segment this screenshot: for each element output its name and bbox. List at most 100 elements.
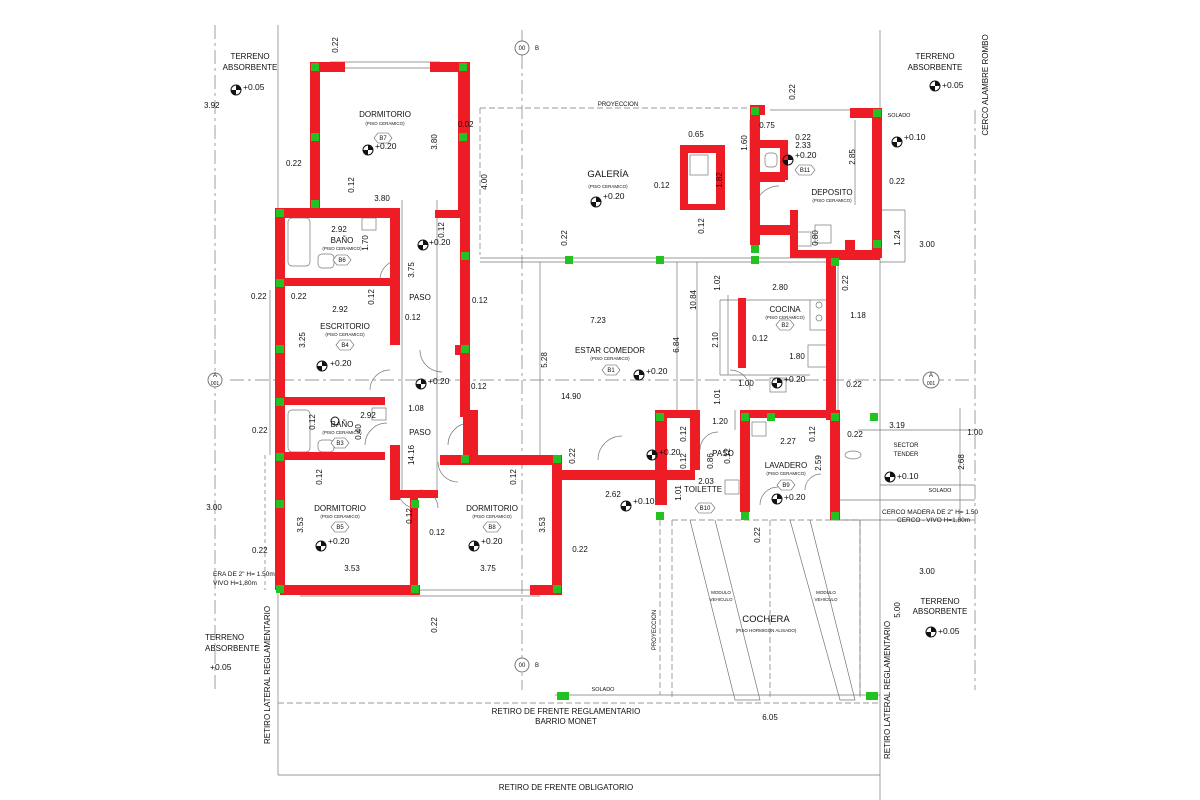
room-floor: (PISO CERAMICO) <box>765 315 805 320</box>
dim-label: 0.86 <box>706 453 715 469</box>
section-mark-right-letter: A <box>929 373 933 379</box>
section-mark-top-letter: B <box>535 46 539 52</box>
room-name: ESCRITORIO <box>320 322 370 331</box>
room-level: +0.20 <box>328 536 350 546</box>
room-name: LAVADERO <box>765 461 807 470</box>
room-level: +0.20 <box>603 191 625 201</box>
cerco-vivo-left-label: VIVO H=1,80m <box>213 580 257 587</box>
level-label: +0.20 <box>429 237 451 247</box>
section-mark-bottom-label: 00 <box>519 663 526 669</box>
room-level: +0.20 <box>646 366 668 376</box>
section-mark-left-letter: A <box>213 373 217 379</box>
dim-label: 0.12 <box>367 289 376 305</box>
dim-label: 0.22 <box>753 527 762 543</box>
room-level: +0.20 <box>795 150 817 160</box>
dim-label: 2.92 <box>331 225 347 234</box>
room-name: BAÑO <box>331 236 354 245</box>
room-badge: B5 <box>336 525 344 531</box>
dim-label: 0.12 <box>405 313 421 322</box>
dim-label: 0.22 <box>286 159 302 168</box>
room-floor: (PISO CERAMICO) <box>472 514 512 519</box>
dim-label: 0.22 <box>560 230 569 246</box>
dim-label: 3.75 <box>407 262 416 278</box>
cerco-madera-left-label: ERA DE 2" H= 1.50m <box>213 571 275 578</box>
dim-label: 2.68 <box>957 454 966 470</box>
room-badge: B3 <box>336 441 344 447</box>
dim-label: 10.84 <box>689 289 698 310</box>
dim-label: 0.22 <box>889 177 905 186</box>
room-level: +0.20 <box>784 374 806 384</box>
dim-label: 0.02 <box>458 120 474 129</box>
dim-label: 0.12 <box>752 334 768 343</box>
solado-label: SOLADO <box>888 113 912 119</box>
section-marks: 00 B 00 B A 001 A 001 <box>207 40 940 673</box>
dim-label: 0.12 <box>509 469 518 485</box>
dim-label: 0.22 <box>795 133 811 142</box>
dim-label: 14.16 <box>407 444 416 465</box>
fixtures <box>287 152 862 495</box>
room-badge: B6 <box>338 258 346 264</box>
dim-label: 3.53 <box>296 517 305 533</box>
dim-label: 1.02 <box>713 275 722 291</box>
dim-label: 5.00 <box>893 602 902 618</box>
paso-label: PASO <box>409 428 431 437</box>
dim-label: 2.62 <box>605 490 621 499</box>
room-badge: B7 <box>379 136 387 142</box>
retiro-obligatorio-label: RETIRO DE FRENTE OBLIGATORIO <box>499 783 633 792</box>
room-badge: B2 <box>781 323 789 329</box>
dim-label: 0.12 <box>723 448 732 464</box>
dim-label: 0.22 <box>331 37 340 53</box>
dim-label: 0.22 <box>252 546 268 555</box>
dim-label: 0.12 <box>679 453 688 469</box>
level-label: +0.10 <box>904 132 926 142</box>
dim-label: 2.59 <box>814 455 823 471</box>
tender-label: TENDER <box>894 452 919 458</box>
dim-label: 2.03 <box>698 477 714 486</box>
dim-label: 1.80 <box>789 352 805 361</box>
room-level: +0.20 <box>375 141 397 151</box>
room-floor: (PISO CERAMICO) <box>590 356 630 361</box>
absorbente-label: ABSORBENTE <box>223 63 278 72</box>
room-level: +0.10 <box>633 496 655 506</box>
dim-label: 3.00 <box>919 240 935 249</box>
terreno-label: TERRENO <box>915 52 954 61</box>
room-name: DORMITORIO <box>314 504 366 513</box>
solado-label: SOLADO <box>929 488 953 494</box>
column-markers <box>276 63 881 700</box>
dim-label: 0.12 <box>437 222 446 238</box>
dim-label: 7.23 <box>590 316 606 325</box>
modulo-label: MODULO <box>816 590 836 595</box>
dim-label: 0.12 <box>429 528 445 537</box>
level-label: +0.20 <box>428 376 450 386</box>
barrio-label: BARRIO MONET <box>535 717 597 726</box>
dim-label: 3.75 <box>480 564 496 573</box>
dim-label: 0.12 <box>315 469 324 485</box>
dim-label: 2.85 <box>848 149 857 165</box>
dim-label: 1.24 <box>893 230 902 246</box>
dim-label: 3.00 <box>206 503 222 512</box>
room-level: +0.20 <box>330 358 352 368</box>
cerco-madera-label: CERCO MADERA DE 2" H= 1.50 <box>882 509 978 516</box>
room-badge: B10 <box>700 506 711 512</box>
room-floor: (PISO HORMIGON ALISADO) <box>736 628 797 633</box>
paso-label: PASO <box>409 293 431 302</box>
section-mark-top-label: 00 <box>519 46 526 52</box>
retiro-frente-label: RETIRO DE FRENTE REGLAMENTARIO <box>492 707 641 716</box>
solado-label: SOLADO <box>592 687 616 693</box>
room-badge: B11 <box>800 168 811 174</box>
retiro-lateral-label: RETIRO LATERAL REGLAMENTARIO <box>263 606 272 744</box>
dim-label: 0.65 <box>688 130 704 139</box>
dim-label: 0.75 <box>759 121 775 130</box>
dim-label: 0.12 <box>471 382 487 391</box>
dim-label: 0.22 <box>568 448 577 464</box>
room-floor: (PISO CERAMICO) <box>812 198 852 203</box>
room-floor: (PISO CERAMICO) <box>320 514 360 519</box>
room-name: COCHERA <box>742 614 790 625</box>
dim-label: 0.12 <box>347 177 356 193</box>
room-name: DEPOSITO <box>811 188 852 197</box>
level-label: +0.05 <box>210 662 232 672</box>
cerco-rombo-label: CERCO ALAMBRE ROMBO <box>981 34 990 135</box>
dim-label: 3.53 <box>344 564 360 573</box>
room-name: TOILETTE <box>684 485 722 494</box>
